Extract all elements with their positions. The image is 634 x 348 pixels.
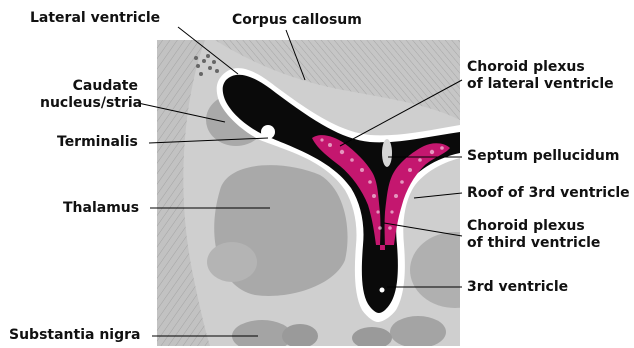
label-third-ventricle: 3rd ventricle (467, 279, 568, 296)
label-choroid-plexus-third: Choroid plexus of third ventricle (467, 218, 600, 252)
label-caudate-line1: Caudate (40, 78, 138, 95)
label-choroid-lateral-line2: of lateral ventricle (467, 76, 614, 93)
septum-pellucidum-shape (382, 139, 392, 167)
label-lateral-ventricle: Lateral ventricle (30, 10, 160, 27)
label-roof-third-ventricle: Roof of 3rd ventricle (467, 185, 630, 202)
stria-terminalis-mark (261, 125, 275, 139)
label-choroid-third-line1: Choroid plexus (467, 218, 600, 235)
label-substantia-nigra: Substantia nigra (9, 327, 140, 344)
label-thalamus: Thalamus (63, 200, 139, 217)
label-choroid-plexus-lateral: Choroid plexus of lateral ventricle (467, 59, 614, 93)
label-septum-pellucidum: Septum pellucidum (467, 148, 619, 165)
label-choroid-lateral-line1: Choroid plexus (467, 59, 614, 76)
label-terminalis: Terminalis (57, 134, 138, 151)
label-corpus-callosum: Corpus callosum (232, 12, 362, 29)
label-caudate-line2: nucleus/stria (40, 95, 138, 112)
label-choroid-third-line2: of third ventricle (467, 235, 600, 252)
label-caudate-nucleus: Caudate nucleus/stria (40, 78, 138, 112)
